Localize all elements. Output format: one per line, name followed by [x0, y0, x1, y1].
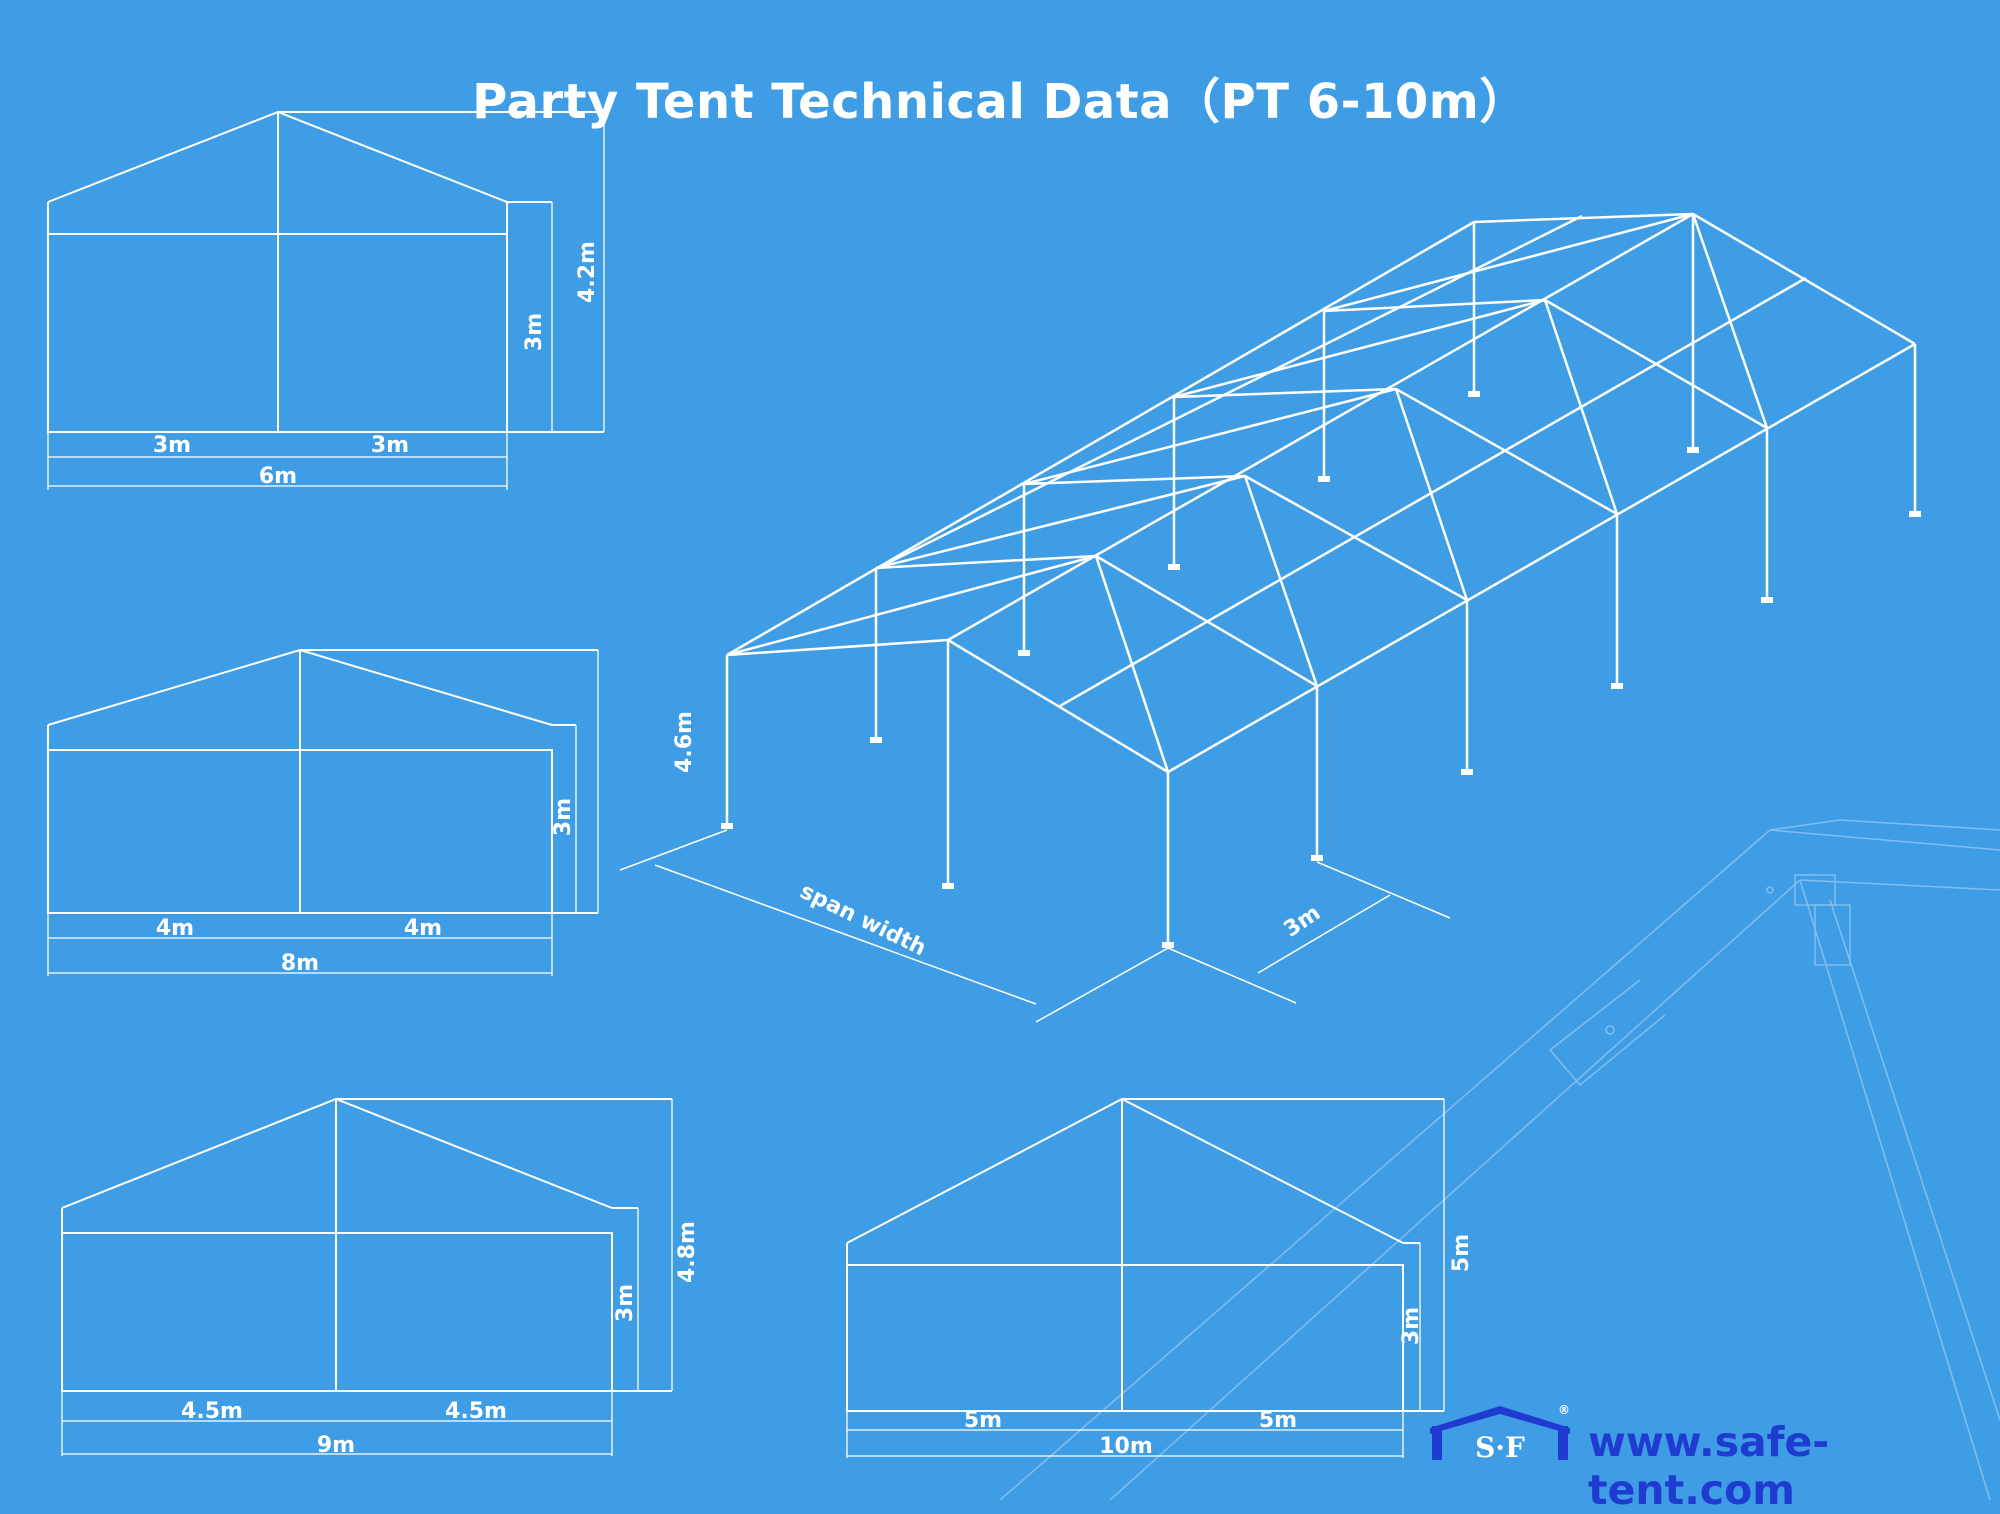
isometric-foot-plates [721, 391, 1921, 948]
sf-logo: S·F ® [1430, 1403, 1570, 1464]
dim-half-left-10m: 5m [964, 1408, 1002, 1433]
dim-eave-9m: 3m [613, 1284, 638, 1322]
dim-eave-6m: 3m [522, 313, 547, 351]
dim-ridge-10m: 5m [1449, 1234, 1474, 1272]
dim-half-left-6m: 3m [153, 433, 191, 458]
logo-registered-mark: ® [1558, 1403, 1570, 1417]
dim-span-6m: 6m [259, 464, 297, 489]
front-view-8m [47, 648, 599, 976]
front-view-6m [47, 110, 605, 490]
iso-height-label: 4.6m [672, 711, 697, 773]
isometric-dimension-lines [619, 829, 1451, 1023]
dim-span-8m: 8m [281, 951, 319, 976]
dim-half-left-8m: 4m [156, 916, 194, 941]
front-view-9m [61, 1097, 673, 1456]
dim-half-right-6m: 3m [371, 433, 409, 458]
dim-ridge-6m: 4.2m [575, 241, 600, 303]
dim-span-9m: 9m [317, 1433, 355, 1458]
dim-half-left-9m: 4.5m [181, 1399, 243, 1424]
dim-half-right-10m: 5m [1259, 1408, 1297, 1433]
dim-eave-8m: 3m [551, 798, 576, 836]
dim-half-right-8m: 4m [404, 916, 442, 941]
dim-span-10m: 10m [1099, 1434, 1153, 1459]
iso-bay-label: 3m [1280, 901, 1326, 943]
dim-half-right-9m: 4.5m [445, 1399, 507, 1424]
background-frame-detail [999, 819, 2000, 1500]
page-title: Party Tent Technical Data（PT 6-10m） [472, 74, 1528, 130]
dim-eave-10m: 3m [1399, 1307, 1424, 1345]
iso-span-label: span width [796, 879, 930, 961]
front-view-10m [846, 1097, 1445, 1458]
isometric-tent-frame [725, 212, 1917, 945]
logo-text: S·F [1475, 1431, 1525, 1464]
dim-ridge-9m: 4.8m [675, 1221, 700, 1283]
